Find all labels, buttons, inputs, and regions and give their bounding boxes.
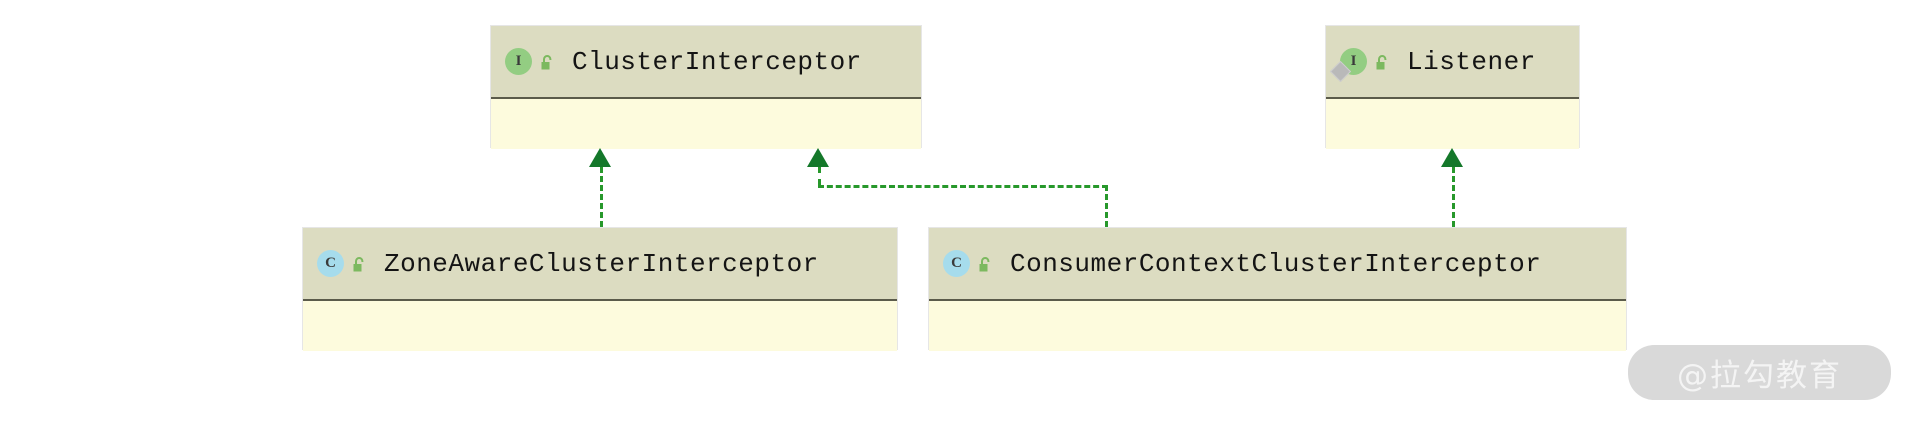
- uml-node-title: ZoneAwareClusterInterceptor: [384, 248, 819, 279]
- uml-node-header: C ZoneAwareClusterInterceptor: [303, 228, 897, 301]
- class-icon: C: [317, 250, 344, 277]
- uml-node-consumer-context-cluster-interceptor[interactable]: C ConsumerContextClusterInterceptor: [928, 227, 1627, 351]
- uml-node-title: ConsumerContextClusterInterceptor: [1010, 248, 1542, 279]
- connector-segment: [1452, 167, 1455, 227]
- class-icon-letter: C: [951, 255, 962, 271]
- unlock-icon: [1373, 54, 1391, 72]
- uml-node-header: C ConsumerContextClusterInterceptor: [929, 228, 1626, 301]
- uml-node-cluster-interceptor[interactable]: I ClusterInterceptor: [490, 25, 922, 149]
- interface-icon: I: [1329, 48, 1367, 83]
- uml-node-zone-aware-cluster-interceptor[interactable]: C ZoneAwareClusterInterceptor: [302, 227, 898, 351]
- watermark-text: @拉勾教育: [1677, 358, 1842, 394]
- realization-arrowhead-icon: [589, 148, 611, 167]
- interface-icon-letter: I: [1350, 53, 1357, 69]
- connector-segment: [600, 167, 603, 227]
- uml-node-title: Listener: [1407, 46, 1536, 77]
- realization-arrowhead-icon: [807, 148, 829, 167]
- realization-arrowhead-icon: [1441, 148, 1463, 167]
- unlock-icon: [538, 54, 556, 72]
- interface-icon-letter: I: [515, 53, 522, 69]
- interface-icon: I: [505, 48, 532, 75]
- watermark: @拉勾教育: [1628, 345, 1891, 400]
- unlock-icon: [976, 256, 994, 274]
- uml-node-listener[interactable]: I Listener: [1325, 25, 1580, 149]
- class-icon-letter: C: [325, 255, 336, 271]
- uml-node-members-compartment: [303, 301, 897, 351]
- class-icon: C: [943, 250, 970, 277]
- uml-node-title: ClusterInterceptor: [572, 46, 862, 77]
- connector-segment: [818, 185, 1108, 188]
- uml-node-header: I Listener: [1326, 26, 1579, 99]
- library-badge-icon: [1329, 60, 1352, 83]
- uml-node-members-compartment: [491, 99, 921, 149]
- uml-node-members-compartment: [1326, 99, 1579, 149]
- unlock-icon: [350, 256, 368, 274]
- uml-node-header: I ClusterInterceptor: [491, 26, 921, 99]
- connector-segment: [818, 167, 821, 185]
- connector-segment: [1105, 185, 1108, 227]
- uml-node-members-compartment: [929, 301, 1626, 351]
